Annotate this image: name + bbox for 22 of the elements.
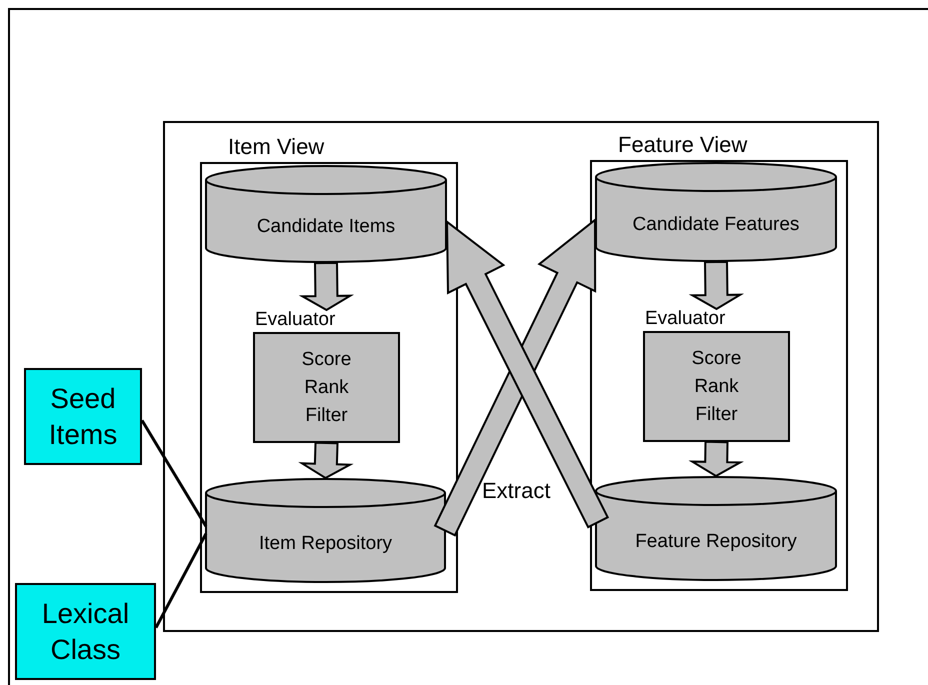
block-arrow bbox=[298, 442, 354, 480]
process-heading: Evaluator bbox=[255, 310, 336, 330]
connector-line bbox=[154, 532, 208, 628]
input-box: Seed Items bbox=[24, 368, 142, 465]
panel-heading: Item View bbox=[228, 134, 324, 160]
database-label: Feature Repository bbox=[635, 530, 797, 552]
connector-line bbox=[140, 420, 208, 528]
flow-label: Extract bbox=[482, 478, 550, 504]
block-arrow bbox=[688, 440, 744, 478]
database-label: Candidate Items bbox=[256, 216, 396, 238]
block-arrow bbox=[688, 260, 744, 310]
input-box: Lexical Class bbox=[15, 583, 156, 680]
outer-frame bbox=[163, 121, 879, 632]
block-arrow bbox=[446, 220, 610, 528]
database-label: Item Repository bbox=[258, 532, 392, 554]
process-heading: Evaluator bbox=[645, 309, 726, 329]
process-box: Score Rank Filter bbox=[253, 332, 400, 443]
block-arrow bbox=[434, 218, 596, 537]
process-box: Score Rank Filter bbox=[643, 331, 790, 442]
database-label: Candidate Features bbox=[632, 214, 800, 236]
panel-heading: Feature View bbox=[618, 132, 748, 158]
block-arrow bbox=[298, 262, 354, 312]
